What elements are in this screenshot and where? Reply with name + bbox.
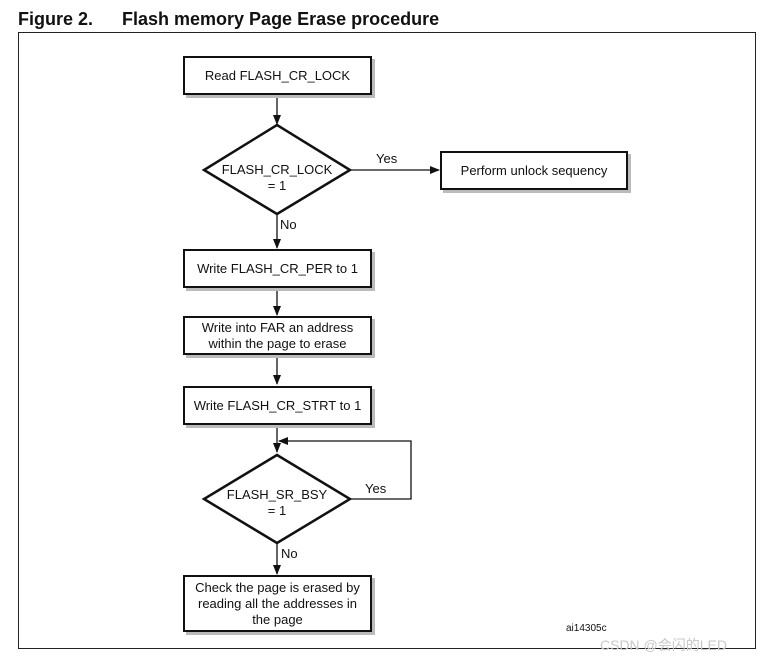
- figure-title: Flash memory Page Erase procedure: [122, 9, 440, 29]
- bsy-yes-label: Yes: [365, 481, 387, 496]
- unlock-label: Perform unlock sequency: [460, 162, 608, 178]
- edge-bsy-yes-loop: [278, 437, 412, 500]
- read-lock-box: Read FLASH_CR_LOCK: [183, 56, 372, 95]
- lock-decision-line1: FLASH_CR_LOCK: [221, 162, 333, 177]
- write-strt-label: Write FLASH_CR_STRT to 1: [193, 397, 362, 413]
- check-label-line1: Check the page is erased by: [195, 579, 360, 595]
- diagram-frame: [18, 32, 756, 649]
- bsy-no-label: No: [281, 546, 298, 561]
- bsy-decision-text: FLASH_SR_BSY = 1: [207, 487, 347, 519]
- write-far-box: Write into FAR an address within the pag…: [183, 316, 372, 355]
- lock-yes-label: Yes: [376, 151, 398, 166]
- lock-no-label: No: [280, 217, 297, 232]
- bsy-decision-line2: = 1: [267, 503, 287, 518]
- check-label-line3: the page: [252, 611, 303, 627]
- lock-decision-line2: = 1: [267, 178, 287, 193]
- unlock-box: Perform unlock sequency: [440, 151, 628, 190]
- check-label-line2: reading all the addresses in: [198, 595, 357, 611]
- watermark: CSDN @会闪的LED: [600, 637, 728, 653]
- bsy-decision-line1: FLASH_SR_BSY: [226, 487, 328, 502]
- lock-decision-text: FLASH_CR_LOCK = 1: [207, 162, 347, 194]
- write-per-label: Write FLASH_CR_PER to 1: [197, 260, 358, 276]
- figure-id: ai14305c: [566, 623, 607, 634]
- write-strt-box: Write FLASH_CR_STRT to 1: [183, 386, 372, 425]
- check-erase-box: Check the page is erased by reading all …: [183, 575, 372, 632]
- figure-label: Figure 2.: [18, 9, 94, 29]
- read-lock-label: Read FLASH_CR_LOCK: [204, 67, 351, 83]
- write-per-box: Write FLASH_CR_PER to 1: [183, 249, 372, 288]
- write-far-label-line1: Write into FAR an address: [201, 319, 354, 335]
- write-far-label-line2: within the page to erase: [208, 335, 347, 351]
